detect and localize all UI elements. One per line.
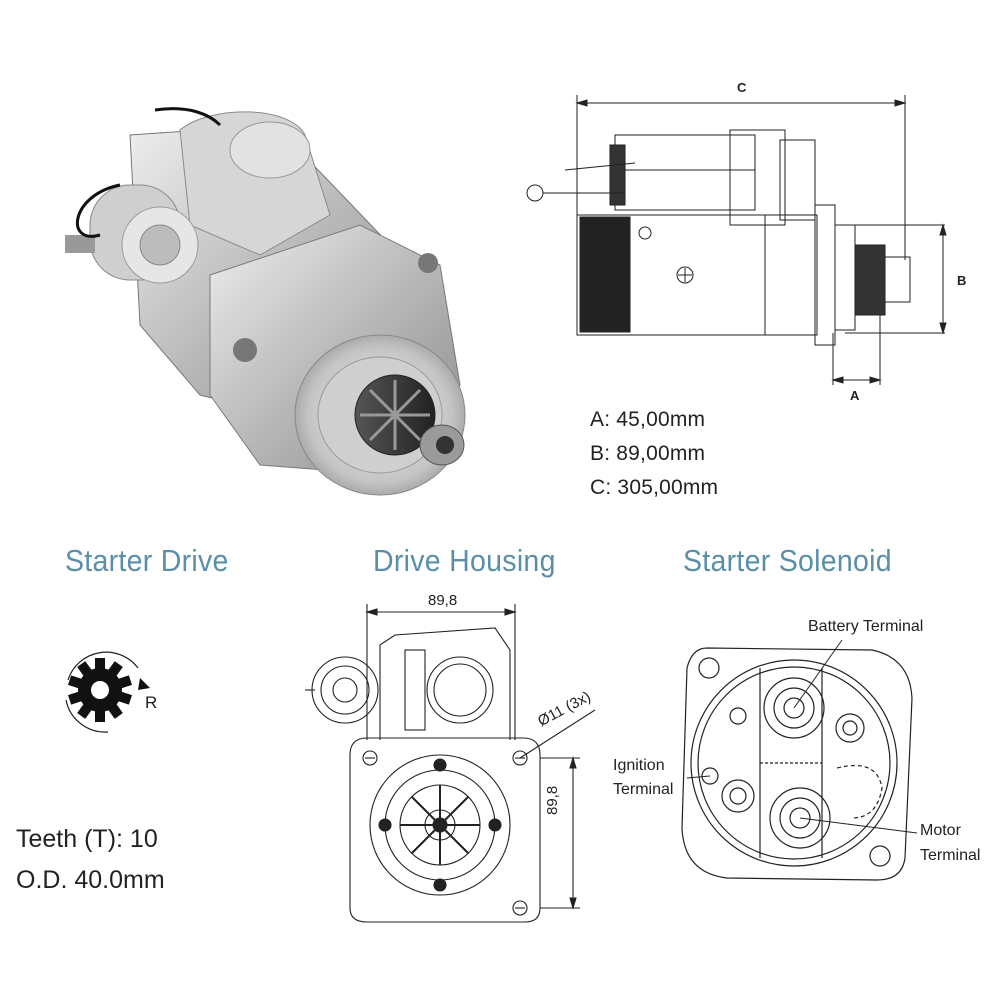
dim-label-b: B xyxy=(957,273,967,288)
section-title-drive-housing: Drive Housing xyxy=(373,543,556,578)
spec-b: B: 89,00mm xyxy=(590,442,706,465)
ignition-terminal-label-1: Ignition xyxy=(613,757,665,774)
battery-terminal-label: Battery Terminal xyxy=(808,618,924,635)
dim-label-c: C xyxy=(737,80,747,95)
motor-terminal-label-2: Terminal xyxy=(920,847,981,864)
motor-terminal-label-1: Motor xyxy=(920,822,961,839)
spec-a: A: 45,00mm xyxy=(590,408,706,431)
housing-height-dim: 89,8 xyxy=(544,785,561,815)
section-title-starter-drive: Starter Drive xyxy=(65,543,229,578)
outer-diameter: O.D. 40.0mm xyxy=(16,866,165,894)
starter-motor-photo xyxy=(65,107,466,496)
solenoid-drawing xyxy=(681,639,918,881)
drive-housing-drawing xyxy=(305,604,596,923)
spec-c: C: 305,00mm xyxy=(590,476,719,499)
rotation-label: R xyxy=(145,693,158,712)
dim-label-a: A xyxy=(850,388,860,403)
side-dimension-drawing xyxy=(526,95,947,385)
section-title-starter-solenoid: Starter Solenoid xyxy=(683,543,892,578)
pinion-gear-icon xyxy=(65,651,150,733)
teeth-count: Teeth (T): 10 xyxy=(16,825,158,853)
ignition-terminal-label-2: Terminal xyxy=(613,781,674,798)
housing-width-dim: 89,8 xyxy=(428,592,458,609)
